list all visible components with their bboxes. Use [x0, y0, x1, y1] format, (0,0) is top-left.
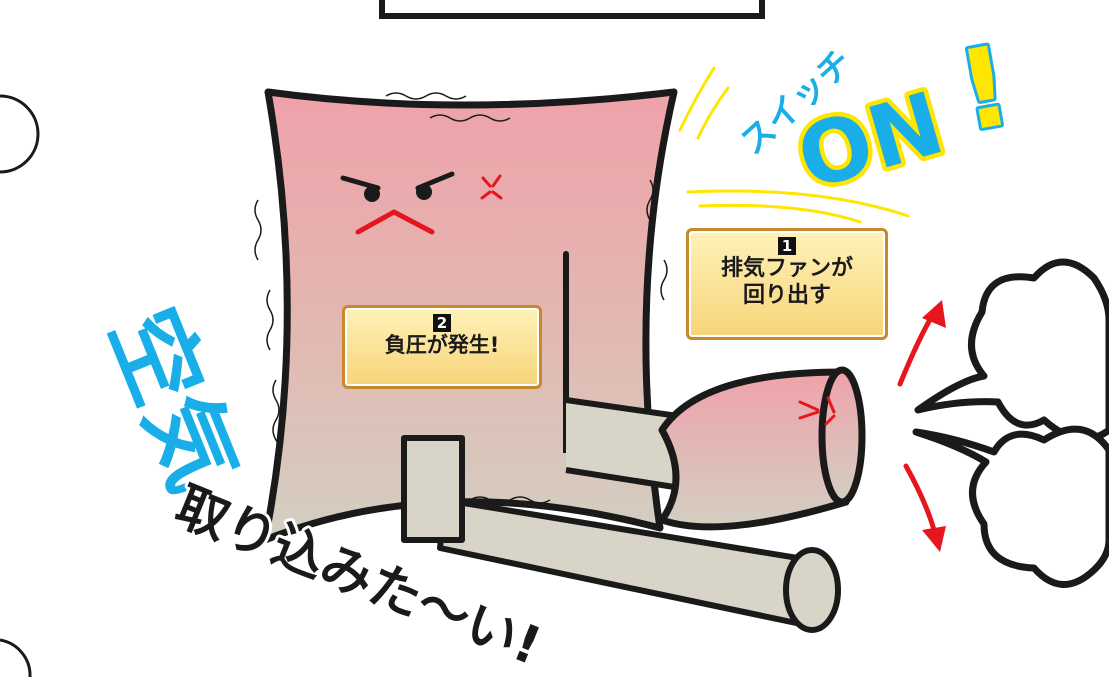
step-1-number: 1 — [778, 237, 796, 255]
smoke-puff-bottom — [912, 425, 1109, 588]
step-1-line-1: 排気ファンが — [720, 256, 853, 281]
switch-on-text: スイッチ ON ! — [730, 18, 1024, 214]
exhaust-horn — [658, 368, 850, 531]
anger-mark-horn — [798, 396, 836, 426]
shake-lines — [254, 92, 668, 504]
step-1-line-2: 回り出す — [742, 283, 831, 308]
shout-blue-text: 空気 — [89, 294, 257, 505]
step-1-label: 1 排気ファンが 回り出す — [686, 228, 888, 340]
arrow-up — [897, 313, 935, 387]
exhaust-horn-mouth — [818, 366, 866, 506]
down-pipe — [401, 435, 465, 543]
motion-lines — [678, 66, 910, 224]
arrow-down — [903, 463, 937, 533]
top-frame — [379, 0, 765, 19]
step-2-label: 2 負圧が発生! — [342, 305, 542, 389]
step-2-number: 2 — [433, 314, 451, 332]
step-2-line-1: 負圧が発生! — [384, 333, 500, 357]
smoke-puff-top — [914, 258, 1109, 443]
arrow-up-head — [922, 300, 946, 328]
angry-face — [340, 171, 503, 235]
bottom-pipe-end — [783, 547, 841, 633]
left-edge-circle-top — [0, 94, 40, 174]
switch-exclaim: ! — [949, 21, 1021, 156]
arrow-down-head — [922, 526, 946, 552]
left-edge-circle-bottom — [0, 638, 32, 677]
